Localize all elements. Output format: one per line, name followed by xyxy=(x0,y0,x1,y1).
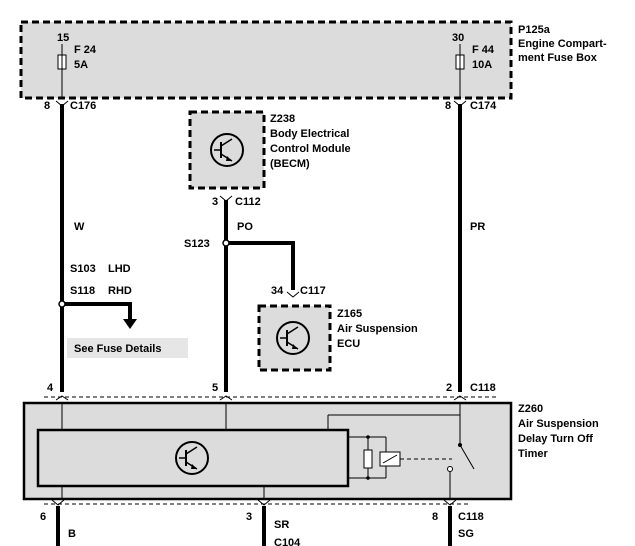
timer-module: Z260 Air Suspension Delay Turn Off Timer xyxy=(22,401,599,501)
see-fuse-details-note[interactable]: See Fuse Details xyxy=(74,343,161,355)
splice-dot xyxy=(58,300,66,308)
s103-label: S103 xyxy=(70,263,96,275)
relay-icon xyxy=(327,414,475,499)
ecu-line1: Air Suspension xyxy=(337,323,418,335)
wire-pr-label: PR xyxy=(470,221,485,233)
c174-label: C174 xyxy=(470,100,497,112)
c112-pin: 3 xyxy=(212,196,218,208)
ecu-id: Z165 xyxy=(337,308,362,320)
s118-label: S118 xyxy=(70,285,95,297)
connector-pin-icon xyxy=(443,499,457,506)
timer-line3: Timer xyxy=(518,448,548,460)
transistor-icon xyxy=(210,133,244,167)
ecu-line2: ECU xyxy=(337,338,360,350)
c117-label: C117 xyxy=(300,285,326,297)
wire-b-label: B xyxy=(68,528,76,540)
fuse-f44-rating: 10A xyxy=(472,59,492,71)
timer-id: Z260 xyxy=(518,403,543,415)
connector-pin-icon xyxy=(453,395,467,401)
s123-label: S123 xyxy=(184,238,210,250)
fuse-box-outline xyxy=(19,20,513,100)
connector-pin-icon xyxy=(51,499,65,506)
connector-pin-icon xyxy=(286,291,300,298)
c118-pin-2: 2 xyxy=(446,382,452,394)
bottom-mid-pin: 3 xyxy=(246,511,252,523)
fuse-box-name-line1: Engine Compart- xyxy=(518,38,607,50)
wire-sr-label: SR xyxy=(274,519,289,531)
fuse-f44-name: F 44 xyxy=(472,44,495,56)
wire-s118-branch xyxy=(62,302,132,320)
fuse-box-id: P125a xyxy=(518,24,551,36)
fuse-box-name-line2: ment Fuse Box xyxy=(518,52,598,64)
wire-sg-label: SG xyxy=(458,528,474,540)
wire-w-label: W xyxy=(74,221,85,233)
fuse-f24-name: F 24 xyxy=(74,44,97,56)
c117-pin: 34 xyxy=(271,285,284,297)
connector-pin-icon xyxy=(219,395,233,401)
c176-label: C176 xyxy=(70,100,96,112)
c118-label: C118 xyxy=(470,382,496,394)
bottom-left-pin: 6 xyxy=(40,511,46,523)
c112-label: C112 xyxy=(235,196,261,208)
c118-pin-4: 4 xyxy=(47,382,54,394)
fuse-f44: 30 F 44 10A xyxy=(452,32,495,98)
transistor-icon xyxy=(175,441,209,475)
ecu-module: Z165 Air Suspension ECU xyxy=(257,304,418,372)
becm-module: Z238 Body Electrical Control Module (BEC… xyxy=(188,110,351,190)
c176-pin: 8 xyxy=(44,100,50,112)
splice-dot xyxy=(222,239,230,247)
becm-line1: Body Electrical xyxy=(270,128,349,140)
note-background xyxy=(67,338,188,358)
c118-bottom-label: C118 xyxy=(458,511,484,523)
arrow-down-icon xyxy=(123,319,137,329)
c174-pin: 8 xyxy=(445,100,451,112)
connector-pin-icon xyxy=(55,395,69,401)
s103-variant: LHD xyxy=(108,263,131,275)
c104-label: C104 xyxy=(274,537,301,546)
becm-line2: Control Module xyxy=(270,143,351,155)
transistor-icon xyxy=(276,321,310,355)
timer-line2: Delay Turn Off xyxy=(518,433,593,445)
fuse-f44-pin: 30 xyxy=(452,32,464,44)
wire-s123-branch xyxy=(226,241,295,290)
fuse-f24-pin: 15 xyxy=(57,32,69,44)
bottom-right-pin: 8 xyxy=(432,511,438,523)
becm-line3: (BECM) xyxy=(270,158,310,170)
c118-pin-5: 5 xyxy=(212,382,218,394)
fuse-f24-rating: 5A xyxy=(74,59,88,71)
timer-line1: Air Suspension xyxy=(518,418,599,430)
fuse-box: P125a Engine Compart- ment Fuse Box 15 F… xyxy=(19,20,607,100)
wire-po-label: PO xyxy=(237,221,253,233)
becm-id: Z238 xyxy=(270,113,295,125)
connector-pin-icon xyxy=(257,499,271,506)
fuse-f24: 15 F 24 5A xyxy=(57,32,97,98)
s118-variant: RHD xyxy=(108,285,132,297)
